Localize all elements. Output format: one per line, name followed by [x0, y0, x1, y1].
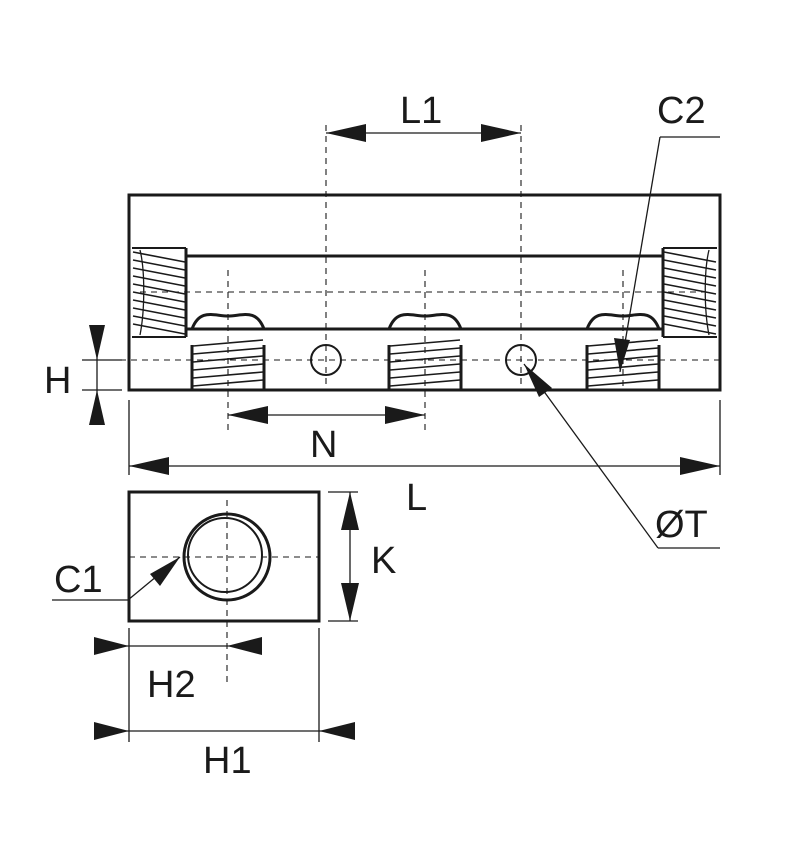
- label-c1: C1: [54, 559, 103, 601]
- leader-c2: C2: [614, 90, 720, 373]
- outlet-port-1: [190, 270, 266, 430]
- dimension-l: L: [128, 400, 721, 519]
- label-h1: H1: [203, 740, 252, 782]
- end-port-inner-circle: [187, 517, 263, 593]
- end-view-outline: [127, 490, 321, 623]
- leader-ot: ØT: [523, 363, 720, 549]
- label-l1: L1: [400, 90, 442, 132]
- label-l: L: [406, 477, 427, 519]
- front-view: [120, 125, 722, 430]
- outlet-port-2: [387, 270, 463, 430]
- end-view: [127, 490, 321, 682]
- dimension-n: N: [228, 406, 425, 466]
- label-h2: H2: [147, 664, 196, 706]
- dimension-k: K: [328, 491, 396, 622]
- body-outline: [127, 193, 722, 392]
- label-h: H: [44, 360, 71, 402]
- label-c2: C2: [657, 90, 706, 132]
- dimension-h: H: [44, 325, 122, 425]
- leader-c1: C1: [52, 556, 181, 601]
- dimension-l1: L1: [326, 90, 521, 142]
- label-k: K: [371, 540, 396, 582]
- label-n: N: [310, 424, 337, 466]
- dimension-h1: H1: [94, 628, 355, 782]
- label-ot: ØT: [655, 504, 708, 546]
- left-end-thread: [132, 247, 188, 338]
- right-end-thread: [661, 247, 717, 338]
- dimension-h2: H2: [94, 628, 262, 742]
